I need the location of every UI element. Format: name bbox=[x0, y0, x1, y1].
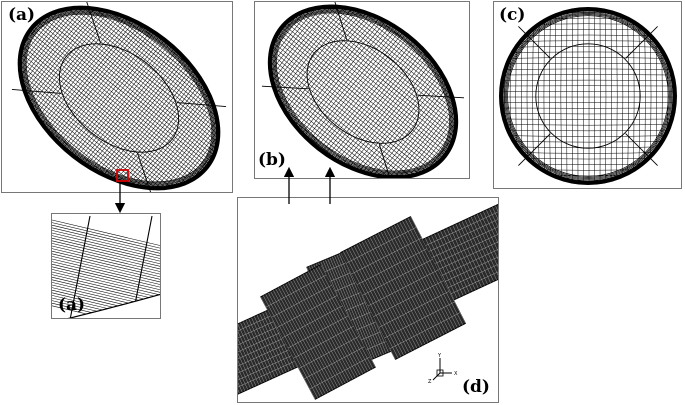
panel-a-mesh bbox=[2, 2, 232, 192]
label-c: (c) bbox=[499, 5, 526, 25]
label-d: (d) bbox=[462, 377, 490, 397]
panel-b-mesh bbox=[255, 2, 469, 178]
panel-b bbox=[254, 1, 470, 179]
label-b: (b) bbox=[258, 150, 286, 170]
panel-a: (a) bbox=[1, 1, 233, 193]
panel-c: (c) bbox=[493, 1, 682, 189]
axis-triad-icon: Y X Z bbox=[428, 353, 458, 385]
panel-d: (d) Y X Z bbox=[237, 197, 499, 403]
zoom-mesh bbox=[52, 215, 160, 318]
label-zoom: (a) bbox=[58, 295, 86, 315]
triad-z-label: Z bbox=[428, 379, 432, 385]
panel-d-mesh bbox=[238, 203, 498, 400]
zoom-region-marker bbox=[116, 169, 129, 182]
label-a: (a) bbox=[8, 5, 36, 25]
triad-x-label: X bbox=[454, 371, 458, 377]
panel-zoom: (a) bbox=[51, 213, 161, 319]
triad-y-label: Y bbox=[437, 353, 442, 359]
coordinate-triad: Y X Z bbox=[426, 350, 466, 386]
panel-c-mesh bbox=[499, 7, 677, 185]
